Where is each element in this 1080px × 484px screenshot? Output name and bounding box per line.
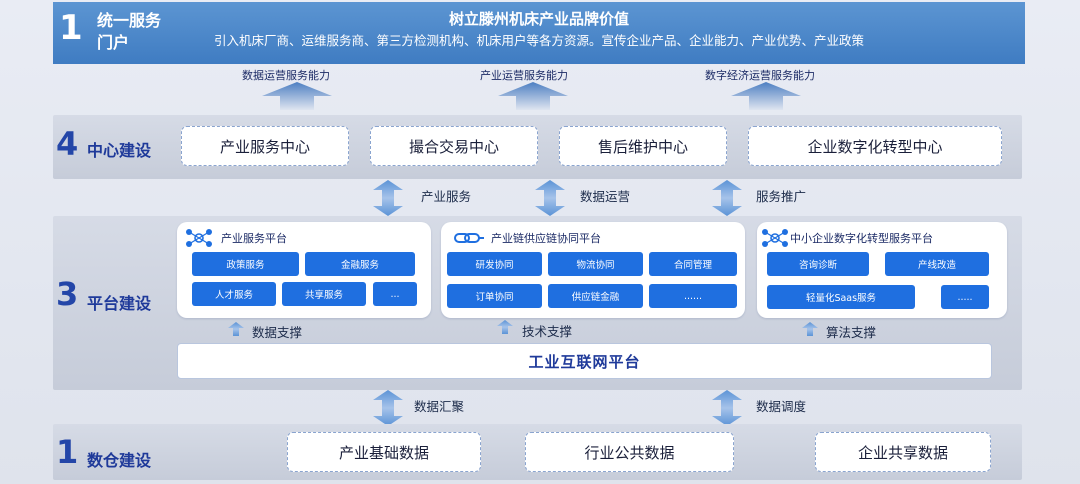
up-label-industry-ops: 产业运营服务能力	[480, 69, 568, 82]
platform-title: 产业链供应链协同平台	[491, 232, 601, 245]
platform-title: 产业服务平台	[221, 232, 287, 245]
service-chip: 共享服务	[282, 282, 366, 306]
platform-industry-service: 产业服务平台 政策服务 金融服务 人才服务 共享服务 ...	[177, 222, 431, 318]
mid-label-industry-service: 产业服务	[421, 189, 472, 204]
support-arrow-icon	[802, 322, 818, 336]
support-arrow-icon	[497, 320, 513, 334]
data-box-enterprise-shared: 企业共享数据	[815, 432, 991, 472]
up-label-digital-ops: 数字经济运营服务能力	[705, 69, 815, 82]
support-label-algorithm: 算法支撑	[826, 325, 877, 340]
support-arrow-icon	[228, 322, 244, 336]
bidirectional-arrow-icon	[712, 180, 742, 216]
portal-banner: 1 统一服务门户 树立滕州机床产业品牌价值 引入机床厂商、运维服务商、第三方检测…	[53, 2, 1025, 64]
lower-label-aggregation: 数据汇聚	[414, 399, 465, 414]
service-chip: 咨询诊断	[767, 252, 869, 276]
platform-sme-digital: 中小企业数字化转型服务平台 咨询诊断 产线改造 轻量化Saas服务 .....	[757, 222, 1007, 318]
service-chip-more: ......	[649, 284, 737, 308]
service-chip: 产线改造	[885, 252, 989, 276]
bidirectional-arrow-icon	[373, 180, 403, 216]
service-chip: 人才服务	[192, 282, 276, 306]
up-arrow-icon	[498, 82, 568, 110]
service-chip: 订单协同	[447, 284, 542, 308]
data-box-industry-public: 行业公共数据	[525, 432, 734, 472]
platform-layer-label: 平台建设	[87, 294, 152, 313]
portal-title: 树立滕州机床产业品牌价值	[448, 10, 629, 28]
service-chip-more: .....	[941, 285, 989, 309]
network-icon	[186, 229, 212, 247]
center-layer-label: 中心建设	[87, 141, 152, 160]
support-label-data: 数据支撑	[252, 325, 303, 340]
service-chip: 金融服务	[305, 252, 415, 276]
platform-layer-number: 3	[56, 275, 79, 313]
service-chip: 政策服务	[192, 252, 299, 276]
center-box-after-sales: 售后维护中心	[559, 126, 727, 166]
bidirectional-arrow-icon	[712, 390, 742, 426]
center-box-matching-trade: 撮合交易中心	[370, 126, 538, 166]
service-chip: 研发协同	[447, 252, 542, 276]
up-arrow-icon	[262, 82, 332, 110]
center-box-digital-transform: 企业数字化转型中心	[748, 126, 1002, 166]
mid-label-service-promo: 服务推广	[756, 189, 807, 204]
portal-subtitle: 引入机床厂商、运维服务商、第三方检测机构、机床用户等各方资源。宣传企业产品、企业…	[213, 33, 864, 48]
chain-link-icon	[454, 233, 484, 243]
center-layer-number: 4	[56, 125, 79, 163]
portal-layer-label: 统一服务门户	[97, 11, 162, 52]
service-chip: 物流协同	[548, 252, 643, 276]
platform-title: 中小企业数字化转型服务平台	[790, 232, 933, 245]
up-label-data-ops: 数据运营服务能力	[242, 69, 330, 82]
bidirectional-arrow-icon	[535, 180, 565, 216]
industrial-internet-platform: 工业互联网平台	[177, 343, 992, 379]
support-label-tech: 技术支撑	[522, 324, 573, 339]
service-chip: 供应链金融	[548, 284, 643, 308]
bidirectional-arrow-icon	[373, 390, 403, 426]
center-box-industry-service: 产业服务中心	[181, 126, 349, 166]
mid-label-data-ops: 数据运营	[580, 189, 631, 204]
warehouse-layer-label: 数仓建设	[87, 451, 152, 470]
lower-label-scheduling: 数据调度	[756, 399, 807, 414]
service-chip: 轻量化Saas服务	[767, 285, 915, 309]
service-chip: 合同管理	[649, 252, 737, 276]
portal-layer-number: 1	[59, 8, 83, 48]
service-chip-more: ...	[373, 282, 417, 306]
up-arrow-icon	[731, 82, 801, 110]
network-icon	[762, 229, 788, 247]
warehouse-layer-number: 1	[56, 433, 79, 471]
data-box-industry-base: 产业基础数据	[287, 432, 481, 472]
platform-supply-chain: 产业链供应链协同平台 研发协同 物流协同 合同管理 订单协同 供应链金融 ...…	[441, 222, 745, 318]
